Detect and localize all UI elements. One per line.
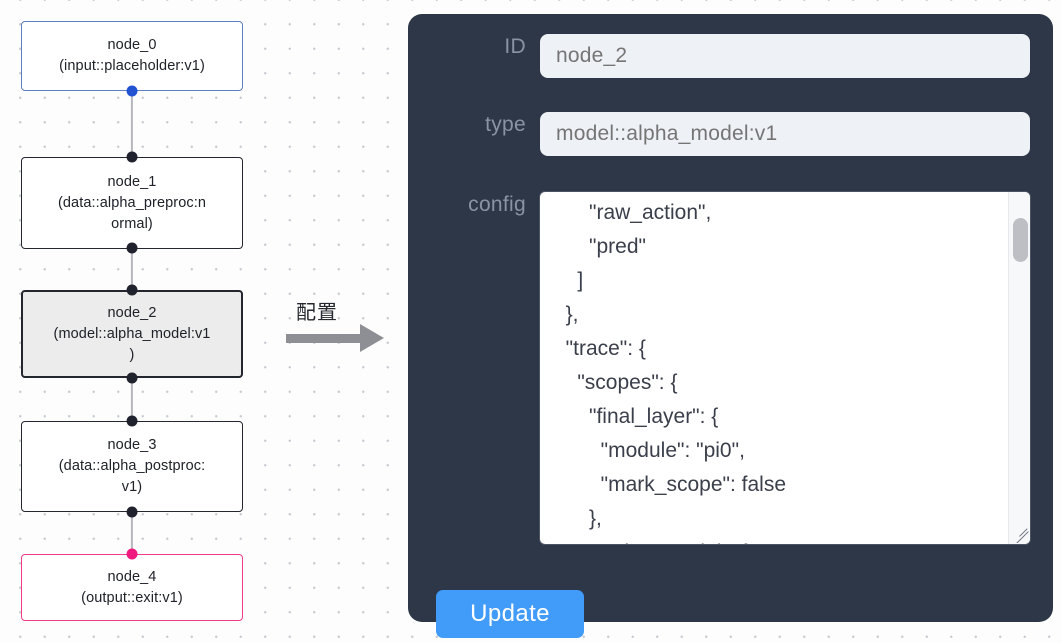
type-field-label: type [485,113,526,136]
edge-node0-node1 [130,90,134,160]
edge-node3-node4 [130,511,134,555]
port-node_2-in[interactable] [126,284,138,296]
port-node_2-out[interactable] [126,372,138,384]
port-node_4-in[interactable] [126,548,138,560]
resize-handle-icon[interactable] [1009,523,1029,543]
graph-node-node_2[interactable]: node_2 (model::alpha_model:v1 ) [21,290,243,378]
id-field-label: ID [504,35,526,58]
config-editor[interactable]: "raw_action", "pred" ] }, "trace": { "sc… [540,192,1030,544]
graph-node-node_4[interactable]: node_4 (output::exit:v1) [21,554,243,621]
config-scrollbar[interactable] [1008,192,1030,544]
config-scrollbar-thumb[interactable] [1013,218,1028,262]
graph-node-node_3[interactable]: node_3 (data::alpha_postproc: v1) [21,421,243,512]
arrow-shaft [286,334,362,343]
port-node_1-out[interactable] [126,242,138,254]
port-node_0-out[interactable] [126,85,138,97]
node-inspector-panel: ID type config "raw_action", "pred" ] },… [408,14,1053,638]
port-node_3-out[interactable] [126,506,138,518]
field-row-type: type [428,112,1038,156]
config-textarea[interactable]: "raw_action", "pred" ] }, "trace": { "sc… [540,192,1008,544]
graph-node-node_1[interactable]: node_1 (data::alpha_preproc:n ormal) [21,157,243,249]
edge-node1-node2 [130,248,134,318]
config-field-label: config [468,193,526,216]
field-row-id: ID [428,34,1038,78]
field-row-config: config "raw_action", "pred" ] }, "trace"… [428,192,1038,544]
port-node_3-in[interactable] [126,415,138,427]
annotation-arrow-label: 配置 [296,302,338,324]
arrow-head-icon [360,324,384,352]
edge-node2-node3 [130,378,134,422]
port-node_1-in[interactable] [126,151,138,163]
update-button[interactable]: Update [436,590,584,638]
type-input[interactable] [540,112,1030,156]
annotation-arrow: 配置 [284,296,396,366]
graph-node-node_0[interactable]: node_0 (input::placeholder:v1) [21,21,243,91]
id-input[interactable] [540,34,1030,78]
